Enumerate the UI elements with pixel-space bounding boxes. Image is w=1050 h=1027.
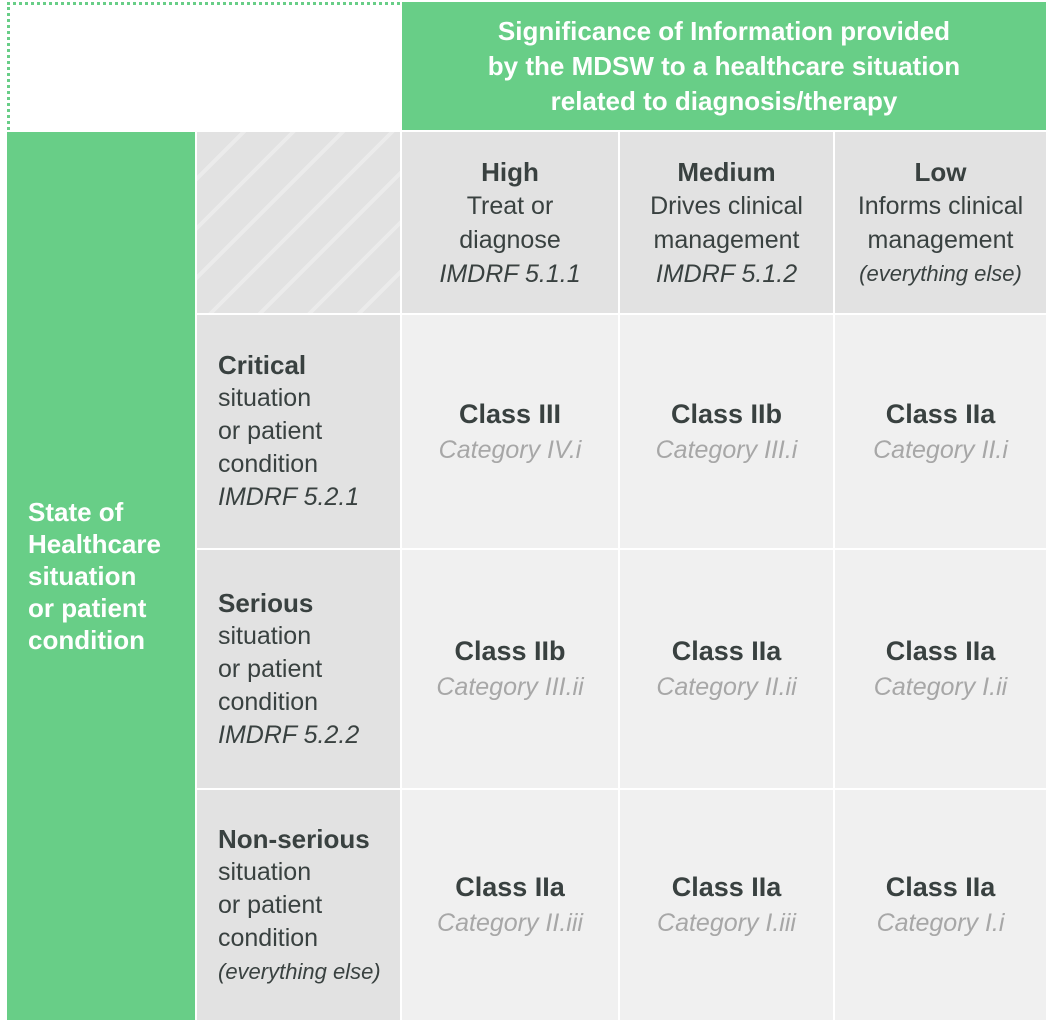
class-label: Class IIa (671, 636, 782, 666)
category-label: Category II.iii (437, 909, 583, 937)
row-title: Critical (218, 350, 307, 380)
column-header-low: Low Informs clinical management (everyth… (835, 132, 1046, 313)
hatched-empty-cell (197, 132, 400, 313)
column-header-high: High Treat or diagnose IMDRF 5.1.1 (402, 132, 618, 313)
class-label: Class IIa (885, 636, 996, 666)
row-reference: IMDRF 5.2.2 (218, 720, 360, 749)
column-subtitle: Treat or diagnose (459, 191, 561, 254)
class-label: Class IIa (455, 872, 565, 902)
column-title: High (481, 156, 539, 187)
class-label: Class IIa (671, 872, 782, 902)
matrix-cell-critical-low: Class IIa Category II.i (835, 315, 1046, 548)
row-title: Non-serious (218, 823, 370, 854)
category-label: Category III.ii (436, 673, 584, 701)
column-reference: IMDRF 5.1.2 (655, 259, 798, 288)
category-label: Category I.ii (873, 673, 1008, 701)
state-axis-title: State of Healthcare situation or patient… (7, 132, 195, 1020)
category-label: Category II.i (873, 435, 1008, 464)
row-subtitle: situation or patient condition (218, 384, 323, 478)
matrix-cell-non-serious-medium: Class IIa Category I.iii (620, 790, 833, 1020)
matrix-cell-serious-low: Class IIa Category I.ii (835, 550, 1046, 788)
row-subtitle: situation or patient condition (218, 857, 323, 952)
category-label: Category I.iii (657, 909, 796, 937)
category-label: Category IV.i (438, 435, 582, 464)
row-subtitle: situation or patient condition (218, 621, 323, 716)
row-reference: (everything else) (218, 958, 381, 984)
significance-axis-title: Significance of Information provided by … (402, 2, 1046, 130)
class-label: Class IIb (454, 636, 566, 666)
class-label: Class IIa (885, 398, 996, 429)
category-label: Category III.i (655, 435, 798, 464)
row-reference: IMDRF 5.2.1 (218, 483, 360, 511)
column-subtitle: Informs clinical management (857, 191, 1024, 254)
matrix-cell-non-serious-low: Class IIa Category I.i (835, 790, 1046, 1020)
class-label: Class III (458, 398, 562, 429)
category-label: Category I.i (876, 909, 1005, 937)
row-header-non-serious: Non-serious situation or patient conditi… (197, 790, 400, 1020)
row-header-critical: Critical situation or patient condition … (197, 315, 400, 548)
row-header-serious: Serious situation or patient condition I… (197, 550, 400, 788)
column-reference: IMDRF 5.1.1 (439, 259, 581, 288)
column-reference: (everything else) (859, 260, 1022, 286)
matrix-cell-critical-high: Class III Category IV.i (402, 315, 618, 548)
matrix-cell-serious-high: Class IIb Category III.ii (402, 550, 618, 788)
column-header-medium: Medium Drives clinical management IMDRF … (620, 132, 833, 313)
column-title: Medium (677, 156, 776, 187)
column-title: Low (914, 156, 967, 187)
column-subtitle: Drives clinical management (650, 191, 803, 254)
class-label: Class IIb (670, 398, 783, 429)
row-title: Serious (218, 587, 314, 618)
matrix-cell-critical-medium: Class IIb Category III.i (620, 315, 833, 548)
corner-placeholder-cell (7, 2, 400, 130)
category-label: Category II.ii (656, 673, 797, 701)
class-label: Class IIa (885, 872, 996, 902)
matrix-cell-serious-medium: Class IIa Category II.ii (620, 550, 833, 788)
matrix-cell-non-serious-high: Class IIa Category II.iii (402, 790, 618, 1020)
